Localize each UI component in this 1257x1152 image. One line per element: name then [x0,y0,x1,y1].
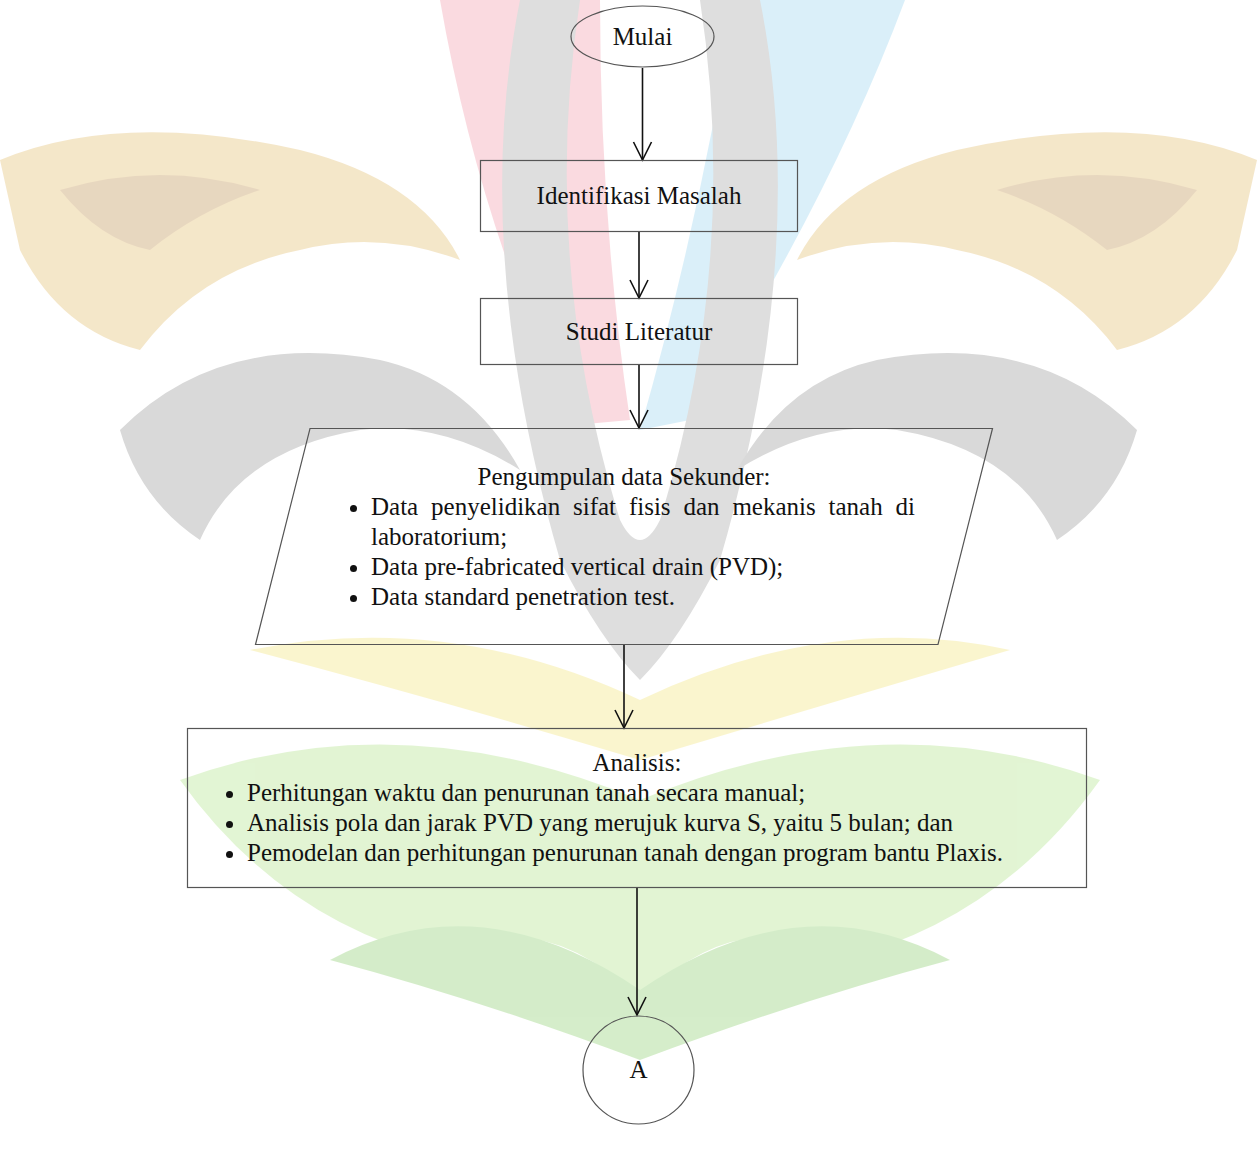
node-content: Studi Literatur [494,317,784,347]
process-box: Studi Literatur [480,298,798,365]
flow-arrow [630,232,648,298]
parallelogram-outline [256,429,993,645]
arrow-line [638,232,640,298]
arrow-head [634,142,652,160]
arrow-line [638,365,640,428]
box-outline [481,161,798,232]
node-heading: Analisis: [209,748,1065,778]
bullet-item: Pemodelan dan perhitungan penurunan tana… [247,838,1065,868]
bullet-item: Data penyelidikan sifat fisis dan mekani… [371,492,915,552]
connector-circle [583,1016,694,1124]
flow-arrow [628,888,646,1015]
terminal-ellipse [571,6,714,67]
bullet-item: Data standard penetration test. [371,582,915,612]
arrow-line [623,645,625,728]
node-heading: Pengumpulan data Sekunder: [333,462,915,492]
arrow-head [630,410,648,428]
arrow-head [628,997,646,1015]
box-outline [188,729,1087,888]
bullet-item: Perhitungan waktu dan penurunan tanah se… [247,778,1065,808]
node-heading: Studi Literatur [494,317,784,347]
node-heading: Mulai [586,22,699,52]
node-outline [255,428,993,645]
process-box: Analisis:Perhitungan waktu dan penurunan… [187,728,1087,888]
node-heading: A [588,1055,689,1085]
node-content: Identifikasi Masalah [494,181,784,211]
offpage-connector: A [582,1015,695,1125]
arrow-line [642,68,644,160]
flow-arrow [615,645,633,728]
start-terminal: Mulai [570,5,715,68]
bullet-list: Perhitungan waktu dan penurunan tanah se… [209,778,1065,868]
arrow-head [630,280,648,298]
arrow-line [636,888,638,1015]
process-box: Identifikasi Masalah [480,160,798,232]
flow-arrow [634,68,652,160]
bullet-list: Data penyelidikan sifat fisis dan mekani… [333,492,915,612]
bullet-item: Data pre-fabricated vertical drain (PVD)… [371,552,915,582]
node-heading: Identifikasi Masalah [494,181,784,211]
arrow-head [615,710,633,728]
node-content: Mulai [586,22,699,52]
node-content: Pengumpulan data Sekunder:Data penyelidi… [333,462,915,612]
data-parallelogram: Pengumpulan data Sekunder:Data penyelidi… [255,428,993,645]
box-outline [481,299,798,365]
bullet-item: Analisis pola dan jarak PVD yang merujuk… [247,808,1065,838]
flow-arrow [630,365,648,428]
node-content: Analisis:Perhitungan waktu dan penurunan… [209,748,1065,868]
node-content: A [588,1055,689,1085]
